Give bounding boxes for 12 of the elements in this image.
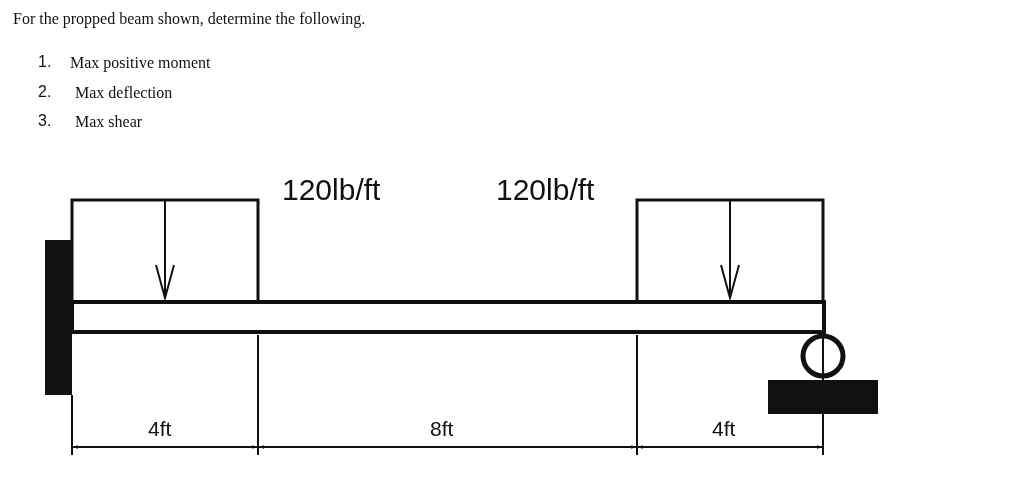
load-label: 120lb/ft: [282, 175, 381, 205]
question-text: For the propped beam shown, determine the following.: [13, 11, 366, 27]
dimension-label: 8ft: [430, 418, 454, 439]
question-item: Max positive moment: [70, 55, 211, 71]
question-item: Max shear: [75, 114, 143, 130]
load-label: 120lb/ft: [496, 175, 595, 205]
list-number: 2.: [38, 84, 52, 100]
list-number: 1.: [38, 54, 52, 70]
dimension-label: 4ft: [712, 418, 736, 439]
question-item: Max deflection: [75, 85, 173, 101]
list-number: 3.: [38, 113, 52, 129]
dimension-label: 4ft: [148, 418, 172, 439]
